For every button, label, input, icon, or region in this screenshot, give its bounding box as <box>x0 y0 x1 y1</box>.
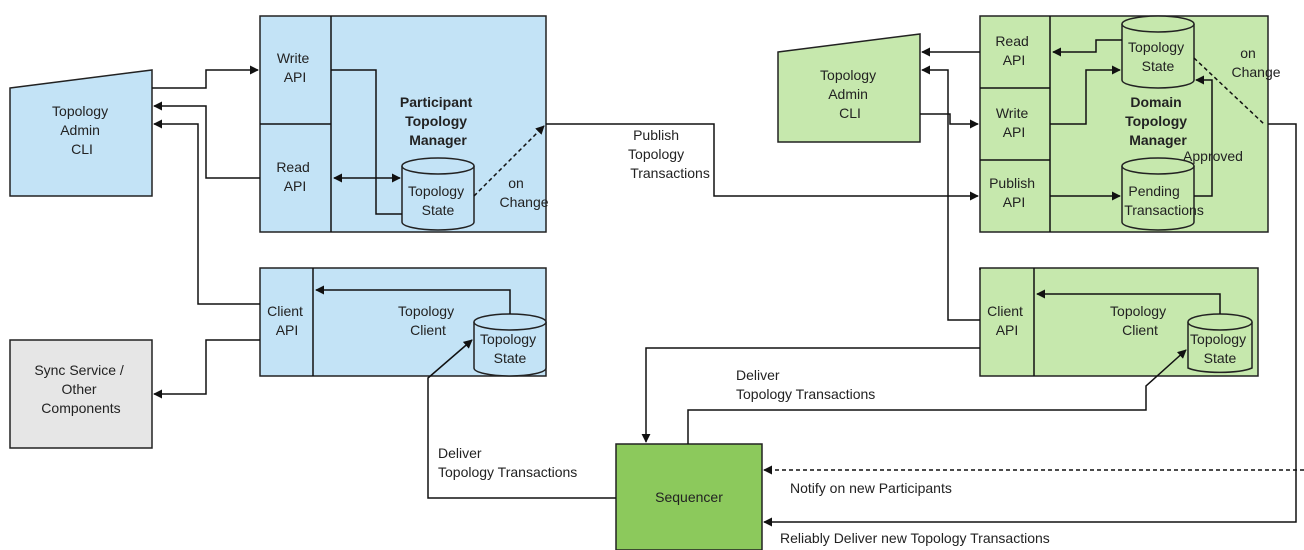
participant-topology-state-db: Topology State <box>401 157 475 231</box>
domain-read-api: Read API <box>995 33 1032 68</box>
participant-connectors <box>152 65 545 399</box>
svg-text:Topology State: Topology State <box>408 183 468 218</box>
domain-write-api: Write API <box>996 105 1032 140</box>
participant-admin-cli: Topology Admin CLI <box>9 69 153 197</box>
reliably-deliver-label: Reliably Deliver new Topology Transactio… <box>780 530 1050 546</box>
domain-topology-state-db: Topology State <box>1121 15 1195 89</box>
deliver-left-label: Deliver Topology Transactions <box>438 445 577 480</box>
participant-write-api: Write API <box>277 50 313 85</box>
domain-pending-transactions-db: Pending Transactions <box>1121 157 1204 231</box>
svg-text:Topology State: Topology State <box>480 331 540 366</box>
svg-text:Sync Service / Other: Sync Service / Other Components <box>34 362 127 416</box>
domain-client-api: Client API <box>987 303 1027 338</box>
participant-client-title: Topology Client <box>398 303 458 338</box>
sync-service-box: Sync Service / Other Components <box>9 339 153 449</box>
domain-on-change-label: on Change <box>1231 45 1280 80</box>
domain-manager-title: Domain Topology Manager <box>1125 94 1191 148</box>
sequencer-box: Sequencer <box>615 443 763 550</box>
deliver-right-label: Deliver Topology Transactions <box>736 367 875 402</box>
domain-admin-cli: Topology Admin CLI <box>777 33 921 143</box>
svg-text:Pending Transactions: Pending Transactions <box>1124 183 1204 218</box>
domain-client-state-db: Topology State <box>1187 313 1253 374</box>
svg-text:Topology Admin CLI: Topology Admin CLI <box>820 67 880 121</box>
publish-connector: Publish Topology Transactions <box>546 123 979 201</box>
domain-connectors <box>920 39 1265 321</box>
participant-client-api: Client API <box>267 303 307 338</box>
svg-text:Sequencer: Sequencer <box>655 489 723 505</box>
svg-text:Publish Topology T: Publish Topology Transactions <box>628 127 710 181</box>
participant-manager-title: Participant Topology Manager <box>400 94 476 148</box>
domain-approved-label: Approved <box>1183 148 1243 164</box>
participant-read-api: Read API <box>276 159 313 194</box>
notify-label: Notify on new Participants <box>790 480 952 496</box>
sequencer-connectors <box>427 123 1304 527</box>
svg-text:Topology State: Topology State <box>1128 39 1188 74</box>
svg-text:Topology State: Topology State <box>1190 331 1250 366</box>
svg-text:Topology Admin CLI: Topology Admin CLI <box>52 103 112 157</box>
domain-client-title: Topology Client <box>1110 303 1170 338</box>
participant-client-state-db: Topology State <box>473 313 547 377</box>
domain-publish-api: Publish API <box>989 175 1039 210</box>
participant-on-change-label: on Change <box>499 175 548 210</box>
